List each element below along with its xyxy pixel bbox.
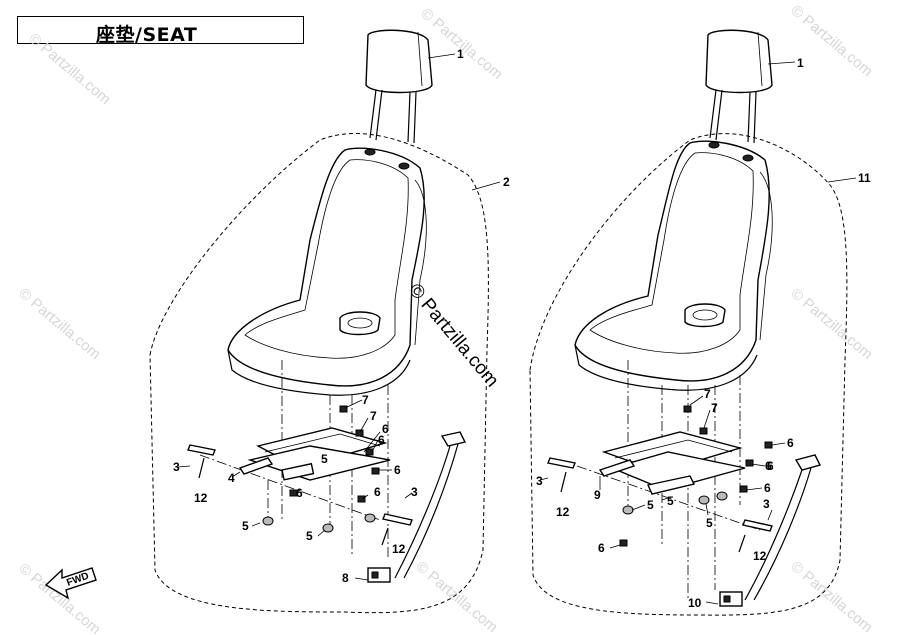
- hardware: [187, 405, 413, 546]
- callout: 5: [321, 452, 328, 466]
- callout: 6: [382, 422, 389, 436]
- seat-shell: [574, 140, 773, 391]
- callout-headrest: 1: [797, 56, 804, 70]
- callout: 3: [763, 497, 770, 511]
- callout-headrest: 1: [457, 47, 464, 61]
- callouts-left: 1 2 7 7 6 6 5 6 3 12 4 6 6 3 12 5 5 8: [173, 47, 510, 585]
- callout: 7: [711, 401, 718, 415]
- callout: 5: [667, 494, 674, 508]
- callout-seat-assembly: 11: [858, 171, 871, 185]
- callout: 10: [688, 596, 702, 610]
- seat-belt-strap: [719, 454, 822, 607]
- callout: 12: [392, 542, 406, 556]
- callout: 12: [556, 505, 570, 519]
- callout: 12: [753, 549, 767, 563]
- left-seat-assembly: 1 2 7 7 6 6 5 6 3 12 4 6 6 3 12 5 5 8: [149, 29, 510, 614]
- watermark-tile: © Partzilla.com: [412, 558, 500, 635]
- callout: 9: [594, 488, 601, 502]
- callout: 6: [764, 481, 771, 495]
- callout: 6: [374, 485, 381, 499]
- callout: 12: [194, 491, 208, 505]
- diagram-title: 座垫/SEAT: [96, 24, 198, 46]
- seat-assembly-boundary: [529, 133, 848, 616]
- callout: 5: [647, 498, 654, 512]
- callout: 6: [598, 541, 605, 555]
- callout: 6: [378, 433, 385, 447]
- callout: 8: [342, 571, 349, 585]
- leader-lines: [177, 53, 501, 581]
- callout: 6: [767, 459, 774, 473]
- callout: 7: [370, 409, 377, 423]
- callout: 6: [394, 463, 401, 477]
- callout: 3: [411, 485, 418, 499]
- callout: 3: [173, 460, 180, 474]
- headrest: [705, 29, 773, 144]
- leader-lines: [539, 61, 857, 605]
- watermark-tile: © Partzilla.com: [787, 285, 875, 363]
- title-box: 座垫/SEAT: [17, 16, 304, 46]
- callout-seat-assembly: 2: [503, 175, 510, 189]
- callout: 5: [242, 519, 249, 533]
- callout: 4: [228, 471, 235, 485]
- headrest: [365, 29, 433, 144]
- seat-shell: [227, 147, 427, 396]
- callout: 6: [296, 486, 303, 500]
- partzilla-watermark: © Partzilla.com: [404, 280, 502, 392]
- right-seat-assembly: 1 11 7 7 6 6 3 12 9 5 5 6 6 5 3 12 6 10: [529, 29, 871, 616]
- watermark-tile: © Partzilla.com: [787, 558, 875, 635]
- callouts-right: 1 11 7 7 6 6 3 12 9 5 5 6 6 5 3 12 6 10: [536, 56, 871, 610]
- hardware: [547, 405, 773, 553]
- callout: 6: [765, 459, 772, 473]
- callout: 5: [706, 516, 713, 530]
- seat-slider-frame: [601, 431, 746, 495]
- callout: 5: [306, 529, 313, 543]
- seat-slider-frame: [247, 427, 391, 481]
- callout: 6: [787, 436, 794, 450]
- callout: 7: [704, 387, 711, 401]
- watermark-tile: © Partzilla.com: [25, 30, 113, 108]
- callout: 3: [536, 474, 543, 488]
- forward-direction-arrow: FWD: [44, 567, 97, 600]
- watermark-tile: © Partzilla.com: [15, 285, 103, 363]
- seat-belt-strap: [367, 431, 467, 583]
- callout: 7: [362, 393, 369, 407]
